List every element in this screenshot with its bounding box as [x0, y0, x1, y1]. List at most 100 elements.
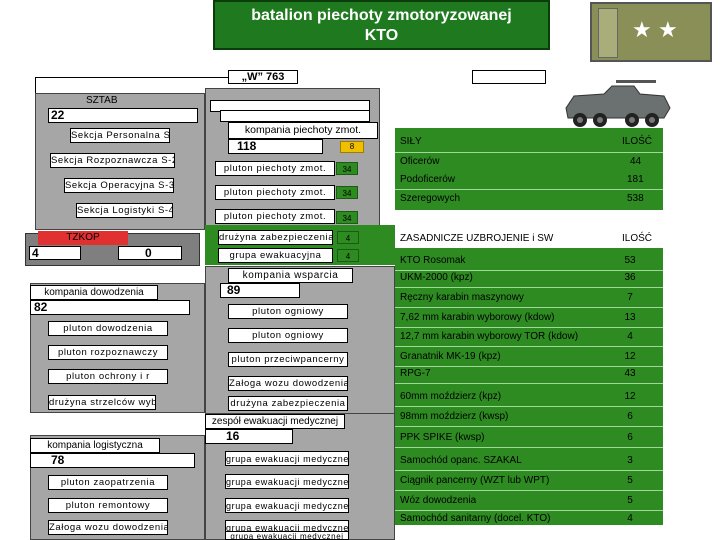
weapon-row-qty: 6 — [615, 411, 645, 423]
forces-row-officers: Oficerów — [400, 156, 439, 168]
infantry-company-badge: 8 — [340, 141, 364, 153]
weapon-row-qty: 5 — [615, 495, 645, 507]
weapon-row-qty: 36 — [615, 272, 645, 284]
medevac-group-1: grupa ewakuacji medycznej — [225, 451, 349, 466]
sztab-label: SZTAB — [86, 95, 117, 106]
row-divider — [395, 287, 663, 288]
security-squad-badge: 4 — [337, 231, 359, 244]
evacuation-group: grupa ewakuacyjna — [218, 248, 333, 263]
weapon-row-name: 60mm moździerz (kpz) — [400, 391, 501, 403]
w-763-label: „W” 763 — [228, 70, 298, 84]
weapon-row-qty: 3 — [615, 455, 645, 467]
infantry-platoon-1: pluton piechoty zmot. — [215, 161, 335, 176]
weapon-row-name: Wóz dowodzenia — [400, 495, 476, 507]
section-s2: Sekcja Rozpoznawcza S-2 — [50, 153, 175, 168]
weapon-row-name: Samochód sanitarny (docel. KTO) — [400, 513, 550, 525]
forces-row-nco-qty: 181 — [627, 174, 644, 186]
weapon-row-name: 7,62 mm karabin wyborowy (kdow) — [400, 312, 555, 324]
infantry-platoon-3-badge: 34 — [336, 211, 358, 224]
weapon-row-name: Samochód opanc. SZAKAL — [400, 455, 522, 467]
forces-row-privates: Szeregowych — [400, 193, 460, 205]
armored-vehicle-icon — [560, 78, 672, 130]
row-divider — [395, 383, 663, 384]
weapon-row-name: Granatnik MK-19 (kpz) — [400, 351, 501, 363]
weapon-row-qty: 53 — [615, 255, 645, 267]
row-divider — [395, 307, 663, 308]
section-s4: Sekcja Logistyki S-4 — [76, 203, 173, 218]
tzkop-right-count: 0 — [118, 246, 182, 260]
weapon-row-name: KTO Rosomak — [400, 255, 465, 267]
forces-row-nco: Podoficerów — [400, 174, 455, 186]
weapon-row-qty: 5 — [615, 475, 645, 487]
command-vehicle-crew-log: Załoga wozu dowodzenia — [48, 520, 168, 535]
row-divider — [395, 327, 663, 328]
command-vehicle-crew: Załoga wozu dowodzenia — [228, 376, 348, 391]
row-divider — [395, 406, 663, 407]
tzkop-label: TZKOP — [38, 231, 128, 245]
weapon-row-qty: 13 — [615, 312, 645, 324]
weapon-row-name: 12,7 mm karabin wyborowy TOR (kdow) — [400, 331, 578, 343]
blank-box — [472, 70, 546, 84]
row-divider — [395, 490, 663, 491]
protection-platoon: pluton ochrony i r — [48, 369, 168, 384]
star-icon: ★ — [632, 17, 652, 43]
row-divider — [395, 510, 663, 511]
infantry-company: kompania piechoty zmot. — [228, 122, 378, 139]
row-divider — [395, 426, 663, 427]
weapon-row-name: 98mm moździerz (kwsp) — [400, 411, 508, 423]
fire-platoon-2: pluton ogniowy — [228, 328, 348, 343]
section-s3: Sekcja Operacyjna S-3 — [64, 178, 174, 193]
forces-header-qty: ILOŚĆ — [622, 136, 652, 148]
infantry-platoon-1-badge: 34 — [336, 162, 358, 175]
title-line-1: batalion piechoty zmotoryzowanej — [215, 6, 548, 26]
weapon-row-name: Ciągnik pancerny (WZT lub WPT) — [400, 475, 549, 487]
infantry-company-count: 118 — [228, 139, 323, 154]
infantry-platoon-2: pluton piechoty zmot. — [215, 185, 335, 200]
weapon-row-qty: 4 — [615, 513, 645, 525]
weapon-row-qty: 7 — [615, 292, 645, 304]
security-squad: drużyna zabezpieczenia — [218, 230, 333, 245]
recon-platoon: pluton rozpoznawczy — [48, 345, 168, 360]
medevac-team-count: 16 — [205, 429, 293, 444]
forces-row-officers-qty: 44 — [630, 156, 641, 168]
support-company-count: 89 — [220, 283, 300, 298]
sniper-squad: drużyna strzelców wyb. — [48, 395, 156, 410]
command-company: kompania dowodzenia — [30, 285, 158, 300]
infantry-platoon-2-badge: 34 — [336, 186, 358, 199]
tzkop-left-count: 4 — [29, 246, 81, 260]
rank-insignia-icon: ★ ★ — [590, 2, 712, 62]
supply-platoon: pluton zaopatrzenia — [48, 475, 168, 490]
weapon-row-qty: 4 — [615, 331, 645, 343]
logistics-company-count: 78 — [30, 453, 195, 468]
page-title: batalion piechoty zmotoryzowanej KTO — [213, 0, 550, 50]
row-divider — [395, 447, 663, 448]
sztab-count: 22 — [48, 108, 198, 123]
repair-platoon: pluton remontowy — [48, 498, 168, 513]
fire-platoon-1: pluton ogniowy — [228, 304, 348, 319]
infantry-platoon-3: pluton piechoty zmot. — [215, 209, 335, 224]
antitank-platoon: pluton przeciwpancerny — [228, 352, 348, 367]
row-divider — [395, 470, 663, 471]
medevac-team: zespół ewakuacji medycznej — [205, 414, 345, 429]
connector-line — [35, 77, 228, 78]
row-divider — [395, 346, 663, 347]
weapon-row-name: UKM-2000 (kpz) — [400, 272, 473, 284]
weapon-row-name: PPK SPIKE (kwsp) — [400, 432, 484, 444]
logistics-company: kompania logistyczna — [30, 438, 160, 453]
weapon-row-name: Ręczny karabin maszynowy — [400, 292, 524, 304]
star-icon: ★ — [658, 17, 678, 43]
weapons-header-qty: ILOŚĆ — [622, 233, 652, 245]
title-line-2: KTO — [215, 26, 548, 46]
weapon-row-name: RPG-7 — [400, 368, 431, 380]
command-company-count: 82 — [30, 300, 190, 315]
row-divider — [395, 270, 663, 271]
medevac-group-3: grupa ewakuacji medycznej — [225, 498, 349, 513]
support-company: kompania wsparcia — [228, 268, 353, 283]
medevac-group-5: grupa ewakuacji medycznej — [225, 531, 349, 540]
command-platoon: pluton dowodzenia — [48, 321, 168, 336]
weapon-row-qty: 6 — [615, 432, 645, 444]
weapon-row-qty: 43 — [615, 368, 645, 380]
evacuation-group-badge: 4 — [337, 249, 359, 262]
row-divider — [395, 366, 663, 367]
weapon-row-qty: 12 — [615, 391, 645, 403]
